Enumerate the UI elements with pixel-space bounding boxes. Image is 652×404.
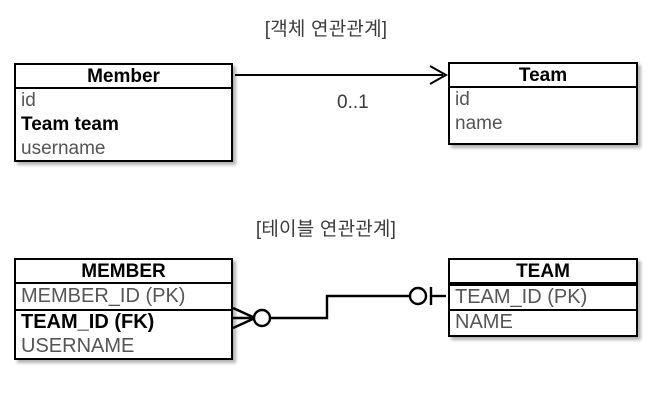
table-association-caption: [테이블 연관관계] [255, 219, 397, 240]
class-box-team[interactable]: Team id name [448, 62, 638, 145]
table-name-member: MEMBER [16, 260, 231, 284]
class-attribute-list-member: id Team team username [16, 89, 231, 161]
relationship-line [270, 294, 410, 320]
table-column-list-member: MEMBER_ID (PK) TEAM_ID (FK) USERNAME [16, 284, 231, 359]
class-name-member: Member [16, 65, 231, 89]
table-column-team-id-pk: TEAM_ID (PK) [450, 284, 636, 309]
table-column-list-team: TEAM_ID (PK) NAME [450, 284, 636, 334]
class-attribute-team-name: name [455, 113, 503, 134]
class-attribute-id: id [21, 90, 36, 111]
class-attribute-team-id: id [455, 89, 470, 110]
class-attribute-team: Team team [21, 114, 119, 135]
object-association-caption: [객체 연관관계] [264, 19, 388, 40]
class-attribute-username: username [21, 138, 106, 159]
table-name-team: TEAM [450, 260, 636, 284]
table-column-member-id: MEMBER_ID (PK) [21, 285, 186, 307]
class-box-member[interactable]: Member id Team team username [14, 63, 233, 162]
association-multiplicity-label: 0..1 [337, 92, 369, 113]
association-arrowhead-icon [429, 65, 449, 85]
crows-foot-many-icon [232, 306, 256, 330]
table-box-member[interactable]: MEMBER MEMBER_ID (PK) TEAM_ID (FK) USERN… [14, 258, 233, 360]
cardinality-zero-circle-right-icon [408, 286, 428, 306]
table-box-team[interactable]: TEAM TEAM_ID (PK) NAME [448, 258, 638, 337]
class-name-team: Team [450, 64, 636, 88]
table-column-username: USERNAME [21, 335, 135, 357]
table-column-team-id-fk: TEAM_ID (FK) [16, 309, 231, 334]
class-attribute-list-team: id name [450, 88, 636, 136]
table-column-name: NAME [450, 309, 636, 334]
cardinality-zero-circle-left-icon [252, 308, 272, 328]
